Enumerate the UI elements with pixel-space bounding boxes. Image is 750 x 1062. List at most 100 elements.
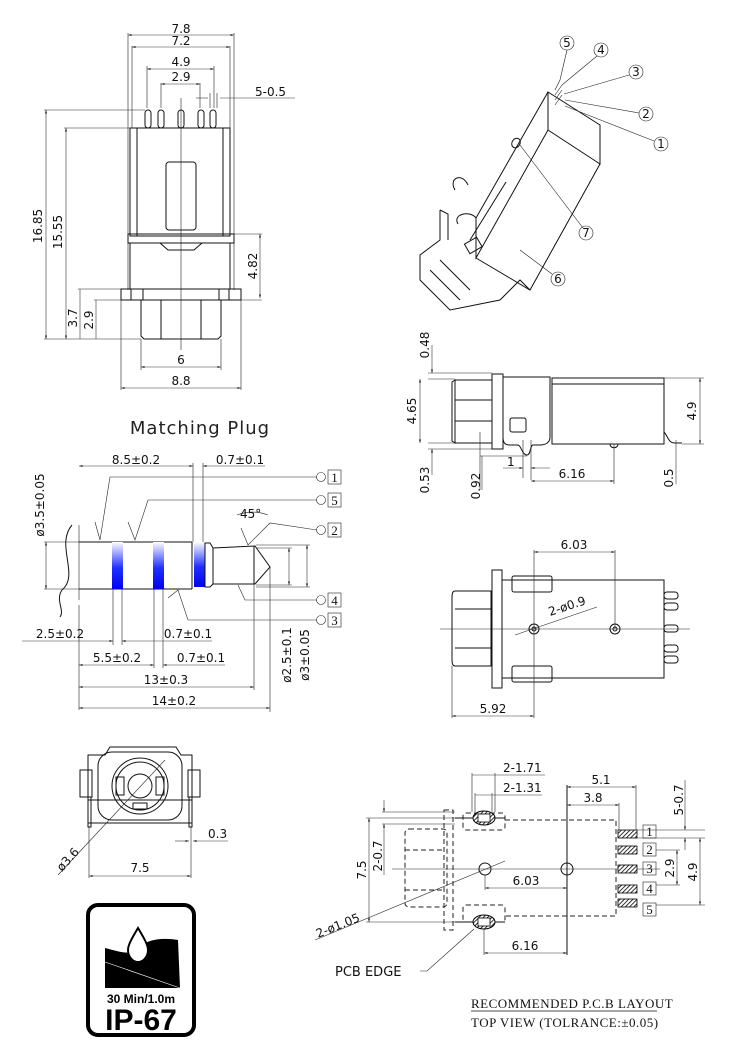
plug-pin-4: 4 (316, 592, 342, 608)
end-view: ø3.6 7.5 0.3 (54, 746, 228, 878)
dim-body-height: 4.65 (405, 398, 419, 425)
dim-chamfer: 45° (240, 507, 261, 521)
plug-pin-2: 2 (316, 522, 342, 538)
dim-pad-width: 5-0.7 (672, 784, 686, 815)
pad-label-2: 2 (642, 842, 657, 857)
svg-text:4: 4 (646, 881, 653, 896)
pcb-pads (617, 829, 638, 908)
svg-text:1: 1 (657, 137, 665, 151)
svg-text:6: 6 (554, 272, 562, 286)
dim-outer-pitch: 4.9 (686, 862, 700, 881)
dim-body-height: 15.55 (51, 215, 65, 249)
bottom-pins (663, 591, 679, 664)
dim-ring-1-gap: 0.7±0.1 (164, 627, 212, 641)
dim-inner-pin-span: 2.9 (171, 70, 190, 84)
dim-outer-pin-span: 4.9 (171, 55, 190, 69)
dim-nose-inner-height: 2.9 (82, 310, 96, 329)
front-view: 7.8 7.2 4.9 2.9 5-0.5 (31, 22, 295, 390)
svg-text:2: 2 (646, 842, 653, 857)
ip67-badge: 30 Min/1.0m IP-67 (86, 903, 196, 1037)
dim-top-offset: 0.48 (418, 332, 432, 359)
ip-depth-label: 30 Min/1.0m (107, 992, 175, 1006)
dim-flange-width: 8.8 (171, 374, 190, 388)
dim-bottom-offset: 0.53 (418, 467, 432, 494)
bottom-view: 6.03 2-ø0.9 5.92 (440, 538, 690, 718)
dim-slot-width: 2-0.7 (371, 840, 385, 871)
pcb-caption-sub: TOP VIEW (TOLRANCE:±0.05) (471, 1015, 659, 1030)
dim-peg-width: 1 (507, 455, 515, 469)
dim-diameter: ø3.5±0.05 (33, 473, 47, 536)
dim-total-height: 16.85 (31, 209, 45, 243)
pcb-layout: 1 2 3 4 5 2-1.71 2-1.31 5.1 3.8 5-0.7 2.… (314, 761, 705, 1030)
svg-text:5: 5 (563, 36, 571, 50)
plug-band-3 (194, 542, 205, 587)
matching-plug: Matching Plug 8.5±0.2 0.7±0.1 ø3.5±0.05 … (22, 418, 342, 712)
dim-peg-depth: 0.92 (469, 473, 483, 500)
dim-overall-width: 7.8 (171, 22, 190, 36)
callout-1: 1 (653, 136, 669, 152)
dim-length-tip: 13±0.3 (144, 673, 188, 687)
isometric-view: 5 4 3 2 1 7 6 (419, 35, 669, 311)
dim-offset-first: 2.5±0.2 (36, 627, 84, 641)
plug-pin-1: 1 (316, 469, 342, 485)
callout-6: 6 (550, 271, 566, 287)
svg-text:3: 3 (331, 613, 338, 628)
dim-inner-pitch: 2.9 (663, 858, 677, 877)
plug-title: Matching Plug (130, 418, 270, 439)
dim-offset-second: 5.5±0.2 (93, 651, 141, 665)
callout-7: 7 (578, 225, 594, 241)
dim-pad-extent: 5.1 (591, 773, 610, 787)
water-wave-icon (105, 938, 180, 988)
plug-pin-3: 3 (316, 612, 342, 628)
pad-label-3: 3 (642, 861, 657, 876)
dim-hole: 2-ø1.05 (314, 911, 362, 941)
dim-diameter: ø3.6 (54, 845, 82, 874)
svg-text:2: 2 (642, 107, 650, 121)
dim-hole-spacing: 6.03 (513, 874, 540, 888)
svg-text:7: 7 (582, 226, 590, 240)
svg-text:1: 1 (646, 824, 653, 839)
callout-5: 5 (559, 35, 575, 51)
plug-pin-5: 5 (316, 492, 342, 508)
dim-slot-inner: 2-1.31 (503, 781, 542, 795)
svg-text:5: 5 (331, 493, 338, 508)
dim-ring-2-gap: 0.7±0.1 (177, 651, 225, 665)
dim-ring-gap-top: 0.7±0.1 (216, 453, 264, 467)
dim-nose-height: 3.7 (66, 308, 80, 327)
dim-slot-spacing: 7.5 (355, 860, 369, 879)
svg-text:4: 4 (597, 43, 605, 57)
callout-3: 3 (628, 64, 644, 80)
pad-label-4: 4 (642, 881, 657, 896)
pcb-caption-title: RECOMMENDED P.C.B LAYOUT (471, 996, 673, 1011)
dim-overall-height: 4.9 (685, 401, 699, 420)
dim-pin-width: 5-0.5 (255, 85, 286, 99)
callout-4: 4 (593, 42, 609, 58)
dim-hole: 2-ø0.9 (547, 594, 588, 619)
callout-2: 2 (638, 106, 654, 122)
pad-label-1: 1 (642, 824, 657, 839)
pins (144, 109, 217, 129)
svg-text:3: 3 (632, 65, 640, 79)
side-view: 0.48 4.65 0.53 0.92 1 6.16 4.9 0.5 (405, 332, 704, 500)
pad-label-5: 5 (642, 902, 657, 917)
dim-tip-diameter: ø2.5±0.1 (280, 627, 294, 683)
svg-text:5: 5 (646, 902, 653, 917)
dim-pad-start: 3.8 (583, 791, 602, 805)
plug-band-1 (112, 542, 123, 589)
dim-slot-outer: 2-1.71 (503, 761, 542, 775)
dim-length-sleeve: 8.5±0.2 (112, 453, 160, 467)
pcb-edge-label: PCB EDGE (335, 965, 401, 980)
svg-text:4: 4 (331, 593, 338, 608)
ip-rating: IP-67 (105, 1004, 177, 1037)
dim-peg-spacing: 6.03 (561, 538, 588, 552)
svg-text:2: 2 (331, 523, 338, 538)
dim-pin-drop: 0.5 (662, 468, 676, 487)
dim-nose-length: 5.92 (480, 702, 507, 716)
svg-text:3: 3 (646, 861, 653, 876)
plug-band-2 (153, 542, 164, 589)
svg-text:1: 1 (331, 470, 338, 485)
dim-nose-width: 6 (177, 353, 185, 367)
dim-tip-outer-diameter: ø3±0.05 (298, 629, 312, 681)
